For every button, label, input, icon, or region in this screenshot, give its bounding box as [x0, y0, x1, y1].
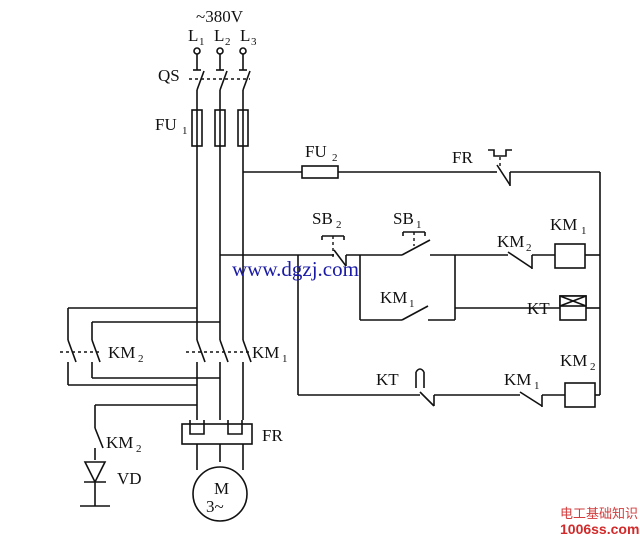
km1-coil-label: KM	[550, 215, 577, 234]
motor-3-label: 3~	[206, 497, 224, 516]
sb2-label: SB	[312, 209, 333, 228]
phase-l1-label: L	[188, 26, 198, 45]
km1-nc-contact	[519, 391, 565, 407]
km1-nc-sub: 1	[534, 380, 540, 392]
control-left-rail	[220, 254, 420, 396]
vd-diode	[80, 461, 110, 507]
fr-nc-contact	[488, 149, 512, 186]
main-power-lines	[196, 146, 244, 340]
fu2-sub: 2	[332, 152, 338, 164]
fu2-label: FU	[305, 142, 327, 161]
vd-label: VD	[117, 469, 142, 488]
qs-switch	[189, 54, 251, 110]
sb1-label: SB	[393, 209, 414, 228]
km1-main-label: KM	[252, 343, 279, 362]
control-top-rail	[243, 165, 601, 395]
fu1-fuses	[191, 109, 249, 147]
terminal-l1	[193, 47, 201, 55]
sb1-sub: 1	[416, 219, 422, 231]
km1-hold-label: KM	[380, 288, 407, 307]
km2-low-branch	[94, 404, 197, 460]
fu1-label: FU	[155, 115, 177, 134]
km2-main-label: KM	[108, 343, 135, 362]
motor	[192, 466, 248, 522]
phase-l2-sub: 2	[225, 36, 231, 48]
sb2-sub: 2	[336, 219, 342, 231]
kt-coil	[455, 295, 600, 321]
brand-line1: 电工基础知识	[560, 506, 638, 522]
km2-bypass-wiring	[67, 307, 220, 386]
km1-main-contacts	[186, 339, 252, 420]
terminal-l3	[239, 47, 247, 55]
km2-nc-contact	[455, 251, 555, 269]
kt-contact-label: KT	[376, 370, 399, 389]
sb2-stop-button	[298, 235, 347, 267]
km1-hold-sub: 1	[409, 298, 415, 310]
sb1-start-button	[346, 231, 455, 256]
km2-low-label: KM	[106, 433, 133, 452]
km1-coil-sub: 1	[581, 225, 587, 237]
fr-thermal-elements	[181, 420, 253, 470]
km1-hold-contact	[359, 255, 455, 321]
km2-low-sub: 2	[136, 443, 142, 455]
fr-top-label: FR	[452, 148, 473, 167]
phase-l3-sub: 3	[251, 36, 257, 48]
watermark-text: www.dgzj.com	[232, 257, 359, 281]
phase-l1-sub: 1	[199, 36, 205, 48]
km1-nc-label: KM	[504, 370, 531, 389]
km1-coil	[554, 243, 586, 269]
terminal-l2	[216, 47, 224, 55]
km2-nc-sub: 2	[526, 242, 532, 254]
km1-main-sub: 1	[282, 353, 288, 365]
km2-coil-sub: 2	[590, 361, 596, 373]
phase-l3-label: L	[240, 26, 250, 45]
phase-l2-label: L	[214, 26, 224, 45]
kt-delay-contact	[415, 368, 520, 407]
km2-coil	[564, 382, 596, 408]
km2-main-contacts	[60, 339, 101, 372]
fr-main-label: FR	[262, 426, 283, 445]
km2-nc-label: KM	[497, 232, 524, 251]
km2-coil-label: KM	[560, 351, 587, 370]
brand-line2: 1006ss.com	[560, 521, 639, 537]
km2-main-sub: 2	[138, 353, 144, 365]
fu1-sub: 1	[182, 125, 188, 137]
motor-m-label: M	[214, 479, 229, 498]
supply-label: ~380V	[196, 7, 244, 26]
qs-label: QS	[158, 66, 180, 85]
